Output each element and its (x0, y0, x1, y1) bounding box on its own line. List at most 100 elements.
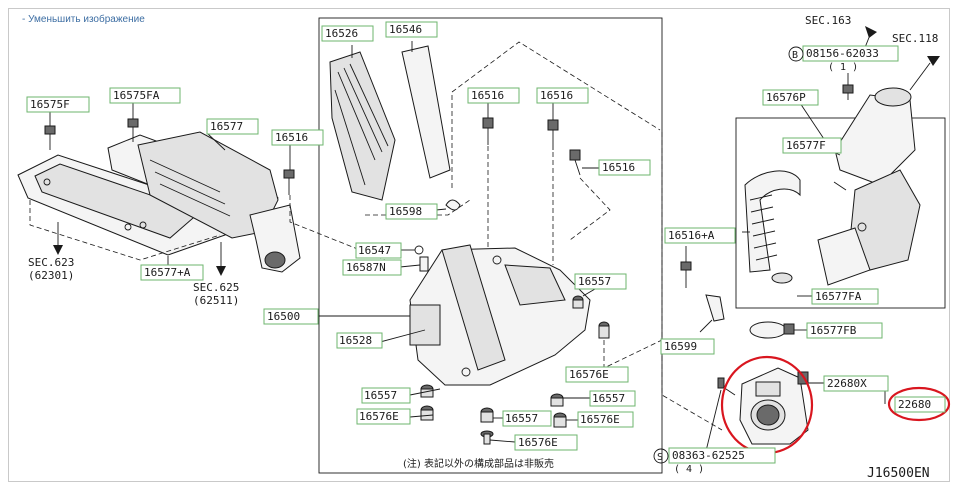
bracket-part (409, 304, 441, 346)
svg-text:16598: 16598 (389, 205, 422, 218)
svg-text:( 1 ): ( 1 ) (828, 62, 858, 73)
s-callout-icon (653, 448, 669, 464)
part-label[interactable]: 08363-62525 (668, 447, 776, 464)
mount-hole-icon (139, 221, 147, 229)
resonator-box-part (817, 227, 871, 286)
part-label[interactable]: 16577FB (806, 322, 883, 339)
highlight-circle (887, 386, 951, 422)
dash-leader (603, 339, 663, 369)
part-label[interactable]: 16547 (355, 242, 402, 259)
svg-text:16577+A: 16577+A (144, 266, 191, 279)
bushing-icon (550, 393, 564, 407)
svg-text:16576P: 16576P (766, 91, 806, 104)
svg-text:16526: 16526 (325, 27, 358, 40)
mount-hole-icon (857, 222, 867, 232)
svg-text:16577F: 16577F (786, 139, 826, 152)
leader-line (699, 319, 713, 333)
part-label[interactable]: 22680 (894, 396, 946, 413)
part-label[interactable]: 16526 (321, 25, 374, 42)
part-label[interactable]: 16516 (467, 87, 520, 104)
svg-text:16557: 16557 (578, 275, 611, 288)
hose-ribs (749, 194, 778, 261)
shrink-image-link[interactable]: - Уменьшить изображение (22, 14, 145, 25)
part-label[interactable]: 16500 (263, 308, 319, 325)
part-label[interactable]: 22680X (823, 375, 889, 392)
svg-text:16587N: 16587N (346, 261, 386, 274)
filter-sheet-part (401, 45, 451, 179)
part-label[interactable]: 16516 (536, 87, 589, 104)
pin-part (419, 256, 429, 272)
mount-hole-icon (492, 255, 502, 265)
part-label[interactable]: 16516 (271, 129, 324, 146)
dash-leader (29, 200, 221, 261)
bolt-icon (482, 117, 494, 145)
svg-text:22680: 22680 (898, 398, 931, 411)
hose-clamp-icon (771, 272, 793, 284)
hose-clamp-part (749, 321, 787, 339)
svg-text:16516: 16516 (275, 131, 308, 144)
bushing-icon (598, 321, 610, 339)
part-label[interactable]: 16516 (598, 159, 651, 176)
sec-625-sub: (62511) (193, 294, 239, 307)
sec-163-ref: SEC.163 (805, 14, 851, 27)
svg-text:16576E: 16576E (518, 436, 558, 449)
duct-rib-set (149, 159, 231, 217)
part-label[interactable]: 16557 (574, 273, 627, 290)
meter-sensor-part (755, 381, 781, 397)
svg-text:( 4 ): ( 4 ) (674, 464, 704, 475)
part-label[interactable]: 16546 (385, 21, 438, 38)
part-label[interactable]: 16557 (589, 390, 636, 407)
part-label[interactable]: 16577F (782, 137, 842, 154)
arrow-up-icon (927, 56, 940, 66)
part-label[interactable]: 16575F (26, 96, 90, 113)
part-label[interactable]: 16576E (356, 408, 411, 425)
arrow-down-icon (53, 245, 63, 255)
arrow-down-icon (216, 266, 226, 276)
svg-text:16577: 16577 (210, 120, 243, 133)
duct-leader (661, 132, 723, 431)
leader-line (833, 181, 847, 191)
bushing-icon (420, 384, 434, 398)
svg-text:16528: 16528 (339, 334, 372, 347)
part-label[interactable]: 08156-62033 (802, 45, 899, 62)
duct-inlet-opening (264, 251, 286, 269)
part-label[interactable]: 16557 (361, 387, 411, 404)
grommet-icon (414, 245, 424, 255)
svg-text:22680X: 22680X (827, 377, 867, 390)
part-label[interactable]: 16576P (762, 89, 819, 106)
meter-bore-inner (756, 404, 780, 426)
part-label[interactable]: 16557 (502, 410, 552, 427)
intake-elbow-part (834, 94, 916, 186)
part-label[interactable]: 16576E (565, 366, 629, 383)
part-label[interactable]: 16528 (336, 332, 383, 349)
bushing-icon (480, 407, 494, 423)
lower-duct-inner (34, 163, 201, 239)
leader-line (379, 329, 426, 343)
part-label[interactable]: 16577FA (811, 288, 879, 305)
diagram-code: J16500EN (867, 466, 930, 481)
part-label[interactable]: 16576E (577, 411, 634, 428)
svg-text:16577FA: 16577FA (815, 290, 862, 303)
svg-text:16516+A: 16516+A (668, 229, 715, 242)
mount-hole-icon (461, 367, 471, 377)
part-label[interactable]: 16587N (342, 259, 402, 276)
svg-text:16500: 16500 (267, 310, 300, 323)
part-label[interactable]: 16577 (206, 118, 259, 135)
leader-line (399, 264, 421, 268)
mount-hole-icon (124, 223, 132, 231)
part-label[interactable]: 16577+A (140, 264, 204, 281)
sec-625-ref: SEC.625 (193, 281, 239, 294)
part-label[interactable]: 16598 (385, 203, 438, 220)
filter-element-part (329, 51, 396, 201)
housing-lid-part (441, 244, 506, 371)
svg-text:16577FB: 16577FB (810, 324, 857, 337)
bolt-icon (680, 261, 692, 288)
svg-text:16516: 16516 (602, 161, 635, 174)
part-label[interactable]: 16576E (514, 434, 578, 451)
leader-line (409, 414, 434, 418)
part-label[interactable]: 16516+A (664, 227, 736, 244)
dash-leader (569, 177, 611, 241)
part-label[interactable]: 16575FA (109, 87, 181, 104)
part-label[interactable]: 16599 (660, 338, 715, 355)
